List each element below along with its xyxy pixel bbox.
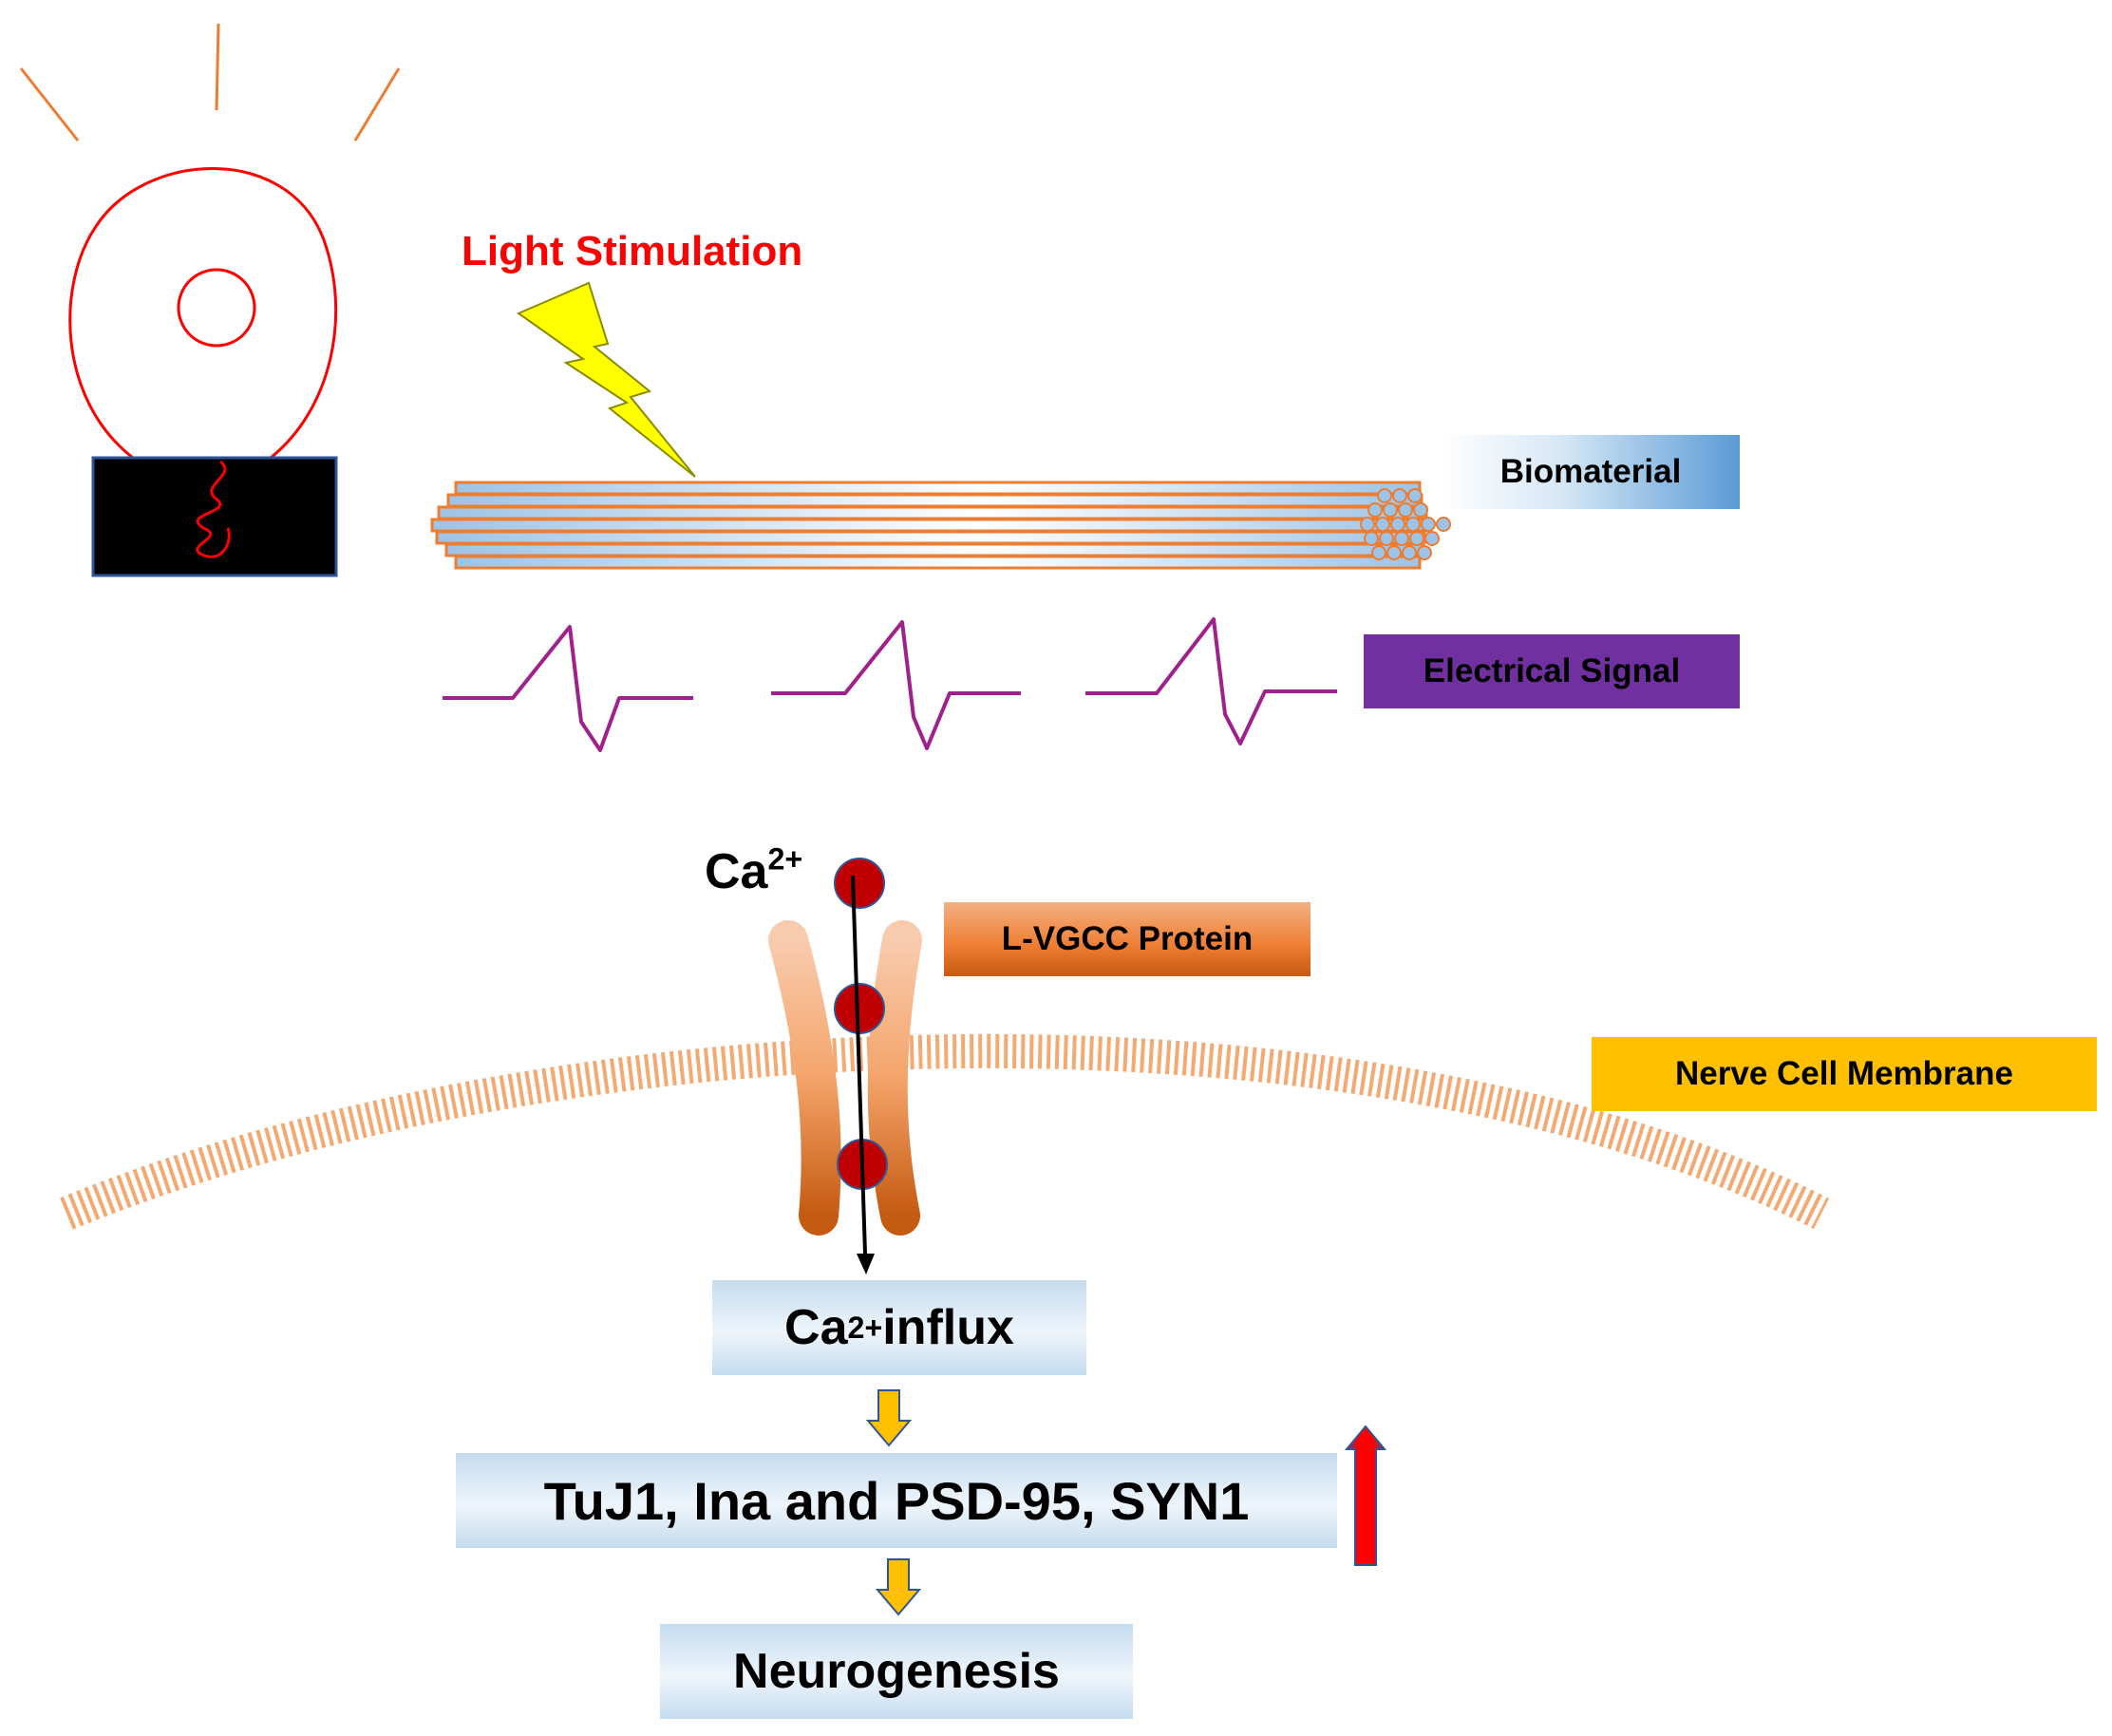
lvgcc-channel bbox=[768, 920, 922, 1236]
calcium-ions bbox=[834, 858, 888, 1190]
lightning-bolt-icon bbox=[516, 281, 696, 478]
light-stimulation-label: Light Stimulation bbox=[462, 228, 803, 274]
nerve-cell-membrane-label: Nerve Cell Membrane bbox=[1592, 1037, 2097, 1111]
electrical-signal-label: Electrical Signal bbox=[1364, 634, 1740, 708]
fiber-bundle-end bbox=[1360, 488, 1451, 560]
calcium-ion-symbol: Ca bbox=[705, 844, 768, 899]
neuronal-markers-box: TuJ1, Ina and PSD-95, SYN1 bbox=[456, 1453, 1337, 1548]
neurogenesis-box: Neurogenesis bbox=[660, 1624, 1133, 1719]
biomaterial-fiber-bundle bbox=[430, 481, 1451, 570]
calcium-ion-label: Ca2+ bbox=[705, 843, 802, 900]
signal-wave bbox=[771, 620, 1021, 750]
light-bulb-icon bbox=[19, 23, 401, 577]
biomaterial-label: Biomaterial bbox=[1442, 435, 1740, 509]
calcium-flux-arrow bbox=[851, 875, 875, 1274]
electrical-signal-waves bbox=[443, 617, 1337, 752]
calcium-ion-charge: 2+ bbox=[767, 841, 803, 877]
influx-symbol: Ca bbox=[784, 1300, 848, 1355]
lvgcc-protein-label: L-VGCC Protein bbox=[944, 902, 1311, 976]
calcium-ion bbox=[834, 858, 885, 909]
nerve-cell-membrane bbox=[60, 1033, 1830, 1230]
down-arrow-icon bbox=[865, 1389, 913, 1447]
upregulation-arrow-icon bbox=[1344, 1425, 1387, 1566]
signal-wave bbox=[1085, 617, 1337, 745]
down-arrow-icon bbox=[875, 1558, 922, 1616]
influx-text: influx bbox=[882, 1300, 1014, 1355]
signal-wave bbox=[443, 625, 693, 752]
